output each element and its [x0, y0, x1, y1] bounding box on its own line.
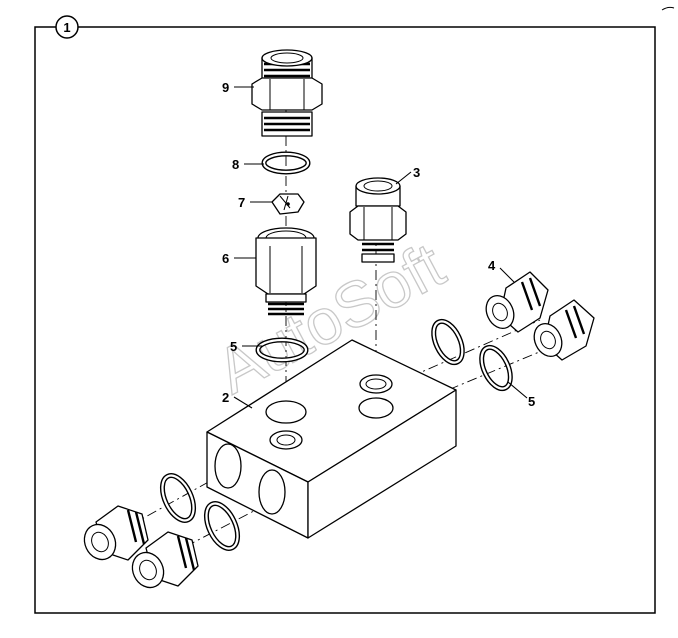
diagram-frame — [34, 26, 656, 614]
part-5-o-ring-right-b — [479, 344, 513, 392]
callout-2: 2 — [222, 390, 229, 405]
corner-mark — [661, 6, 675, 11]
callout-6: 6 — [222, 251, 229, 266]
part-4-fitting-right-a — [485, 271, 549, 333]
part-8-o-ring — [261, 151, 311, 175]
callout-5-upper: 5 — [230, 339, 237, 354]
fitting-left-b — [131, 531, 199, 589]
part-6-hex-adapter — [255, 227, 317, 316]
figure-number: 1 — [63, 20, 70, 35]
fitting-left-a — [83, 505, 149, 561]
part-5-o-ring-upper — [255, 337, 309, 363]
o-ring-left-b — [203, 501, 241, 551]
part-5-o-ring-right-a — [431, 318, 465, 366]
part-9-union-fitting — [251, 49, 323, 137]
o-ring-left-a — [159, 473, 197, 523]
callout-3: 3 — [413, 165, 420, 180]
callout-labels: 9 8 7 6 5 2 3 4 5 — [222, 80, 535, 409]
block-top-ports — [265, 374, 394, 450]
callout-9: 9 — [222, 80, 229, 95]
callout-5-right: 5 — [528, 394, 535, 409]
figure-number-badge: 1 — [55, 15, 79, 39]
callout-8: 8 — [232, 157, 239, 172]
part-4-fitting-right-b — [533, 299, 595, 361]
leader-lines — [233, 86, 528, 409]
callout-7: 7 — [238, 195, 245, 210]
part-3-straight-fitting — [349, 177, 407, 263]
callout-4: 4 — [488, 258, 496, 273]
block-side-ports — [214, 443, 286, 515]
manifold-block — [206, 339, 457, 539]
part-7-valve-insert — [271, 193, 305, 215]
